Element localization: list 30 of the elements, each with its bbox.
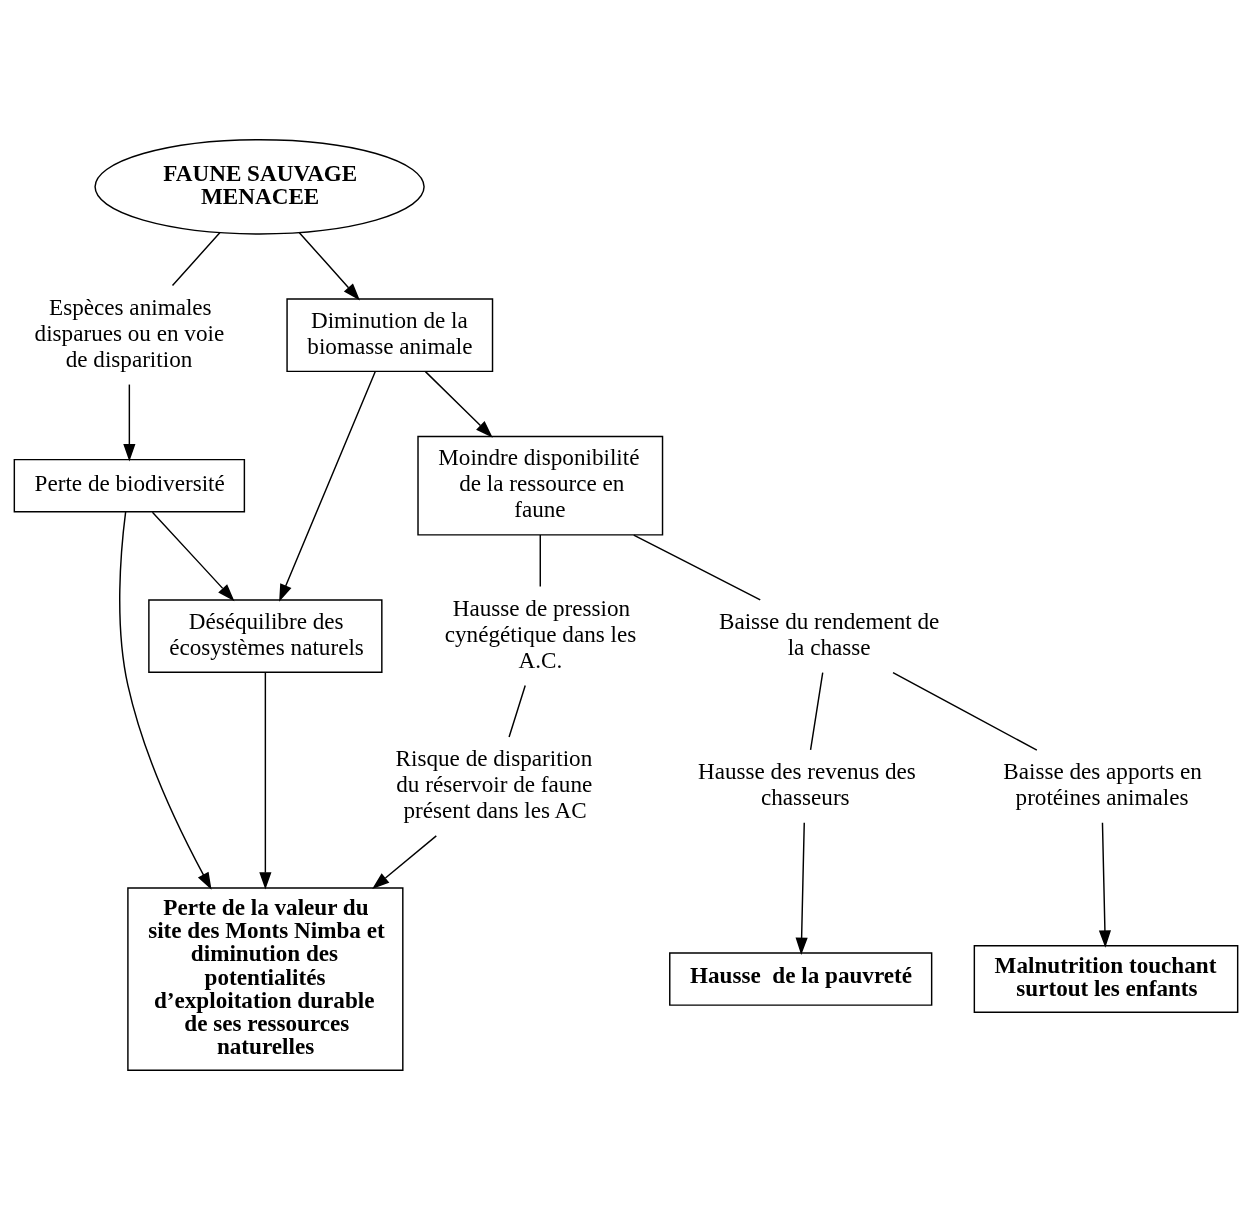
arrow [795,821,808,955]
arrow [259,671,272,890]
arrow [119,510,212,890]
arrow [372,834,437,889]
node-text: Hausse des revenus des chasseurs [697,757,916,810]
node-ellipse: FAUNE SAUVAGE MENACEE [94,138,425,235]
node-box: Hausse de la pauvreté [669,951,933,1006]
node-box: Déséquilibre des écosystèmes naturels [148,598,383,673]
connector [539,533,541,587]
node-text: Risque de disparition du réservoir de faune présent dans les AC [395,744,593,823]
arrow [424,370,493,438]
arrow [279,370,376,602]
node-box: Perte de la valeur du site des Monts Nimba et diminution des potentialités d’exploitation durable de ses ressources naturelles [127,886,404,1071]
connector [171,231,221,286]
node-box: Moindre disponibilité de la ressource en faune [417,435,664,536]
arrow [123,383,136,461]
node-box: Diminution de la biomasse animale [286,297,494,372]
node-text: Hausse de pression cynégétique dans les A.C. [444,594,637,673]
connector [892,671,1038,751]
node-box: Perte de biodiversité [13,458,246,512]
connector [633,533,761,601]
connector [809,671,824,751]
node-text: Espèces animales disparues ou en voie de disparition [34,293,225,372]
node-text: Baisse des apports en protéines animales [1003,757,1202,810]
arrow [1098,821,1111,948]
arrow [298,231,360,300]
node-box: Malnutrition touchant surtout les enfants [973,944,1239,1013]
node-text: Baisse du rendement de la chasse [718,607,940,660]
arrow [151,510,235,601]
connector [508,684,526,738]
